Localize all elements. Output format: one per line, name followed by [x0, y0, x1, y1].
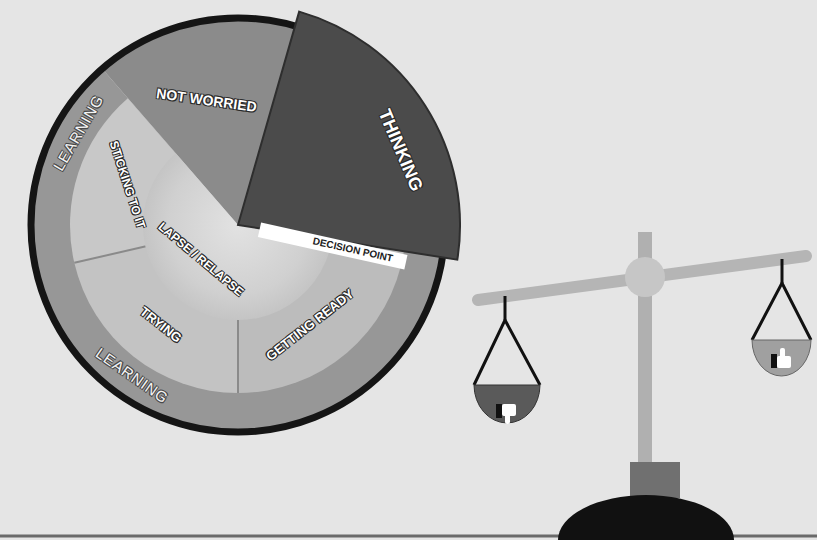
stage-segment: THINKING: [371, 103, 428, 197]
stage-segment: DECISION POINT: [309, 234, 398, 266]
stage-segment: LAPSE / RELAPSE: [152, 218, 248, 303]
ring-label: LEARNING: [47, 89, 109, 177]
stage-label: STICKING TO IT: [106, 140, 147, 231]
pan-hanger: [474, 320, 540, 385]
thinking-segment: [238, 12, 460, 260]
pan-hanger: [504, 296, 507, 320]
pan-hanger: [752, 283, 811, 340]
thumbs-up-icon: [771, 348, 791, 368]
stage-segment: STICKING TO IT: [104, 136, 149, 233]
decision-band: [258, 223, 408, 270]
stage-segment: GETTING READY: [260, 284, 359, 367]
pan-hanger: [781, 259, 784, 283]
ring-label: LEARNING: [89, 342, 174, 410]
stage-segment: TRYING: [133, 302, 186, 349]
stage-label: DECISION POINT: [312, 236, 394, 265]
stage-label: NOT WORRIED: [156, 85, 258, 115]
scale-pivot: [625, 257, 665, 297]
stage-segment: NOT WORRIED: [153, 84, 262, 117]
scale-beam: [478, 256, 806, 300]
stage-label: TRYING: [136, 304, 184, 346]
pan-cup: [752, 340, 811, 376]
thumbs-down-icon: [496, 404, 516, 424]
stage-label: LAPSE / RELAPSE: [155, 220, 246, 299]
scale-block: [630, 462, 680, 498]
stage-label: THINKING: [373, 106, 426, 194]
stage-label: GETTING READY: [263, 286, 356, 364]
scale-base: [558, 495, 734, 540]
